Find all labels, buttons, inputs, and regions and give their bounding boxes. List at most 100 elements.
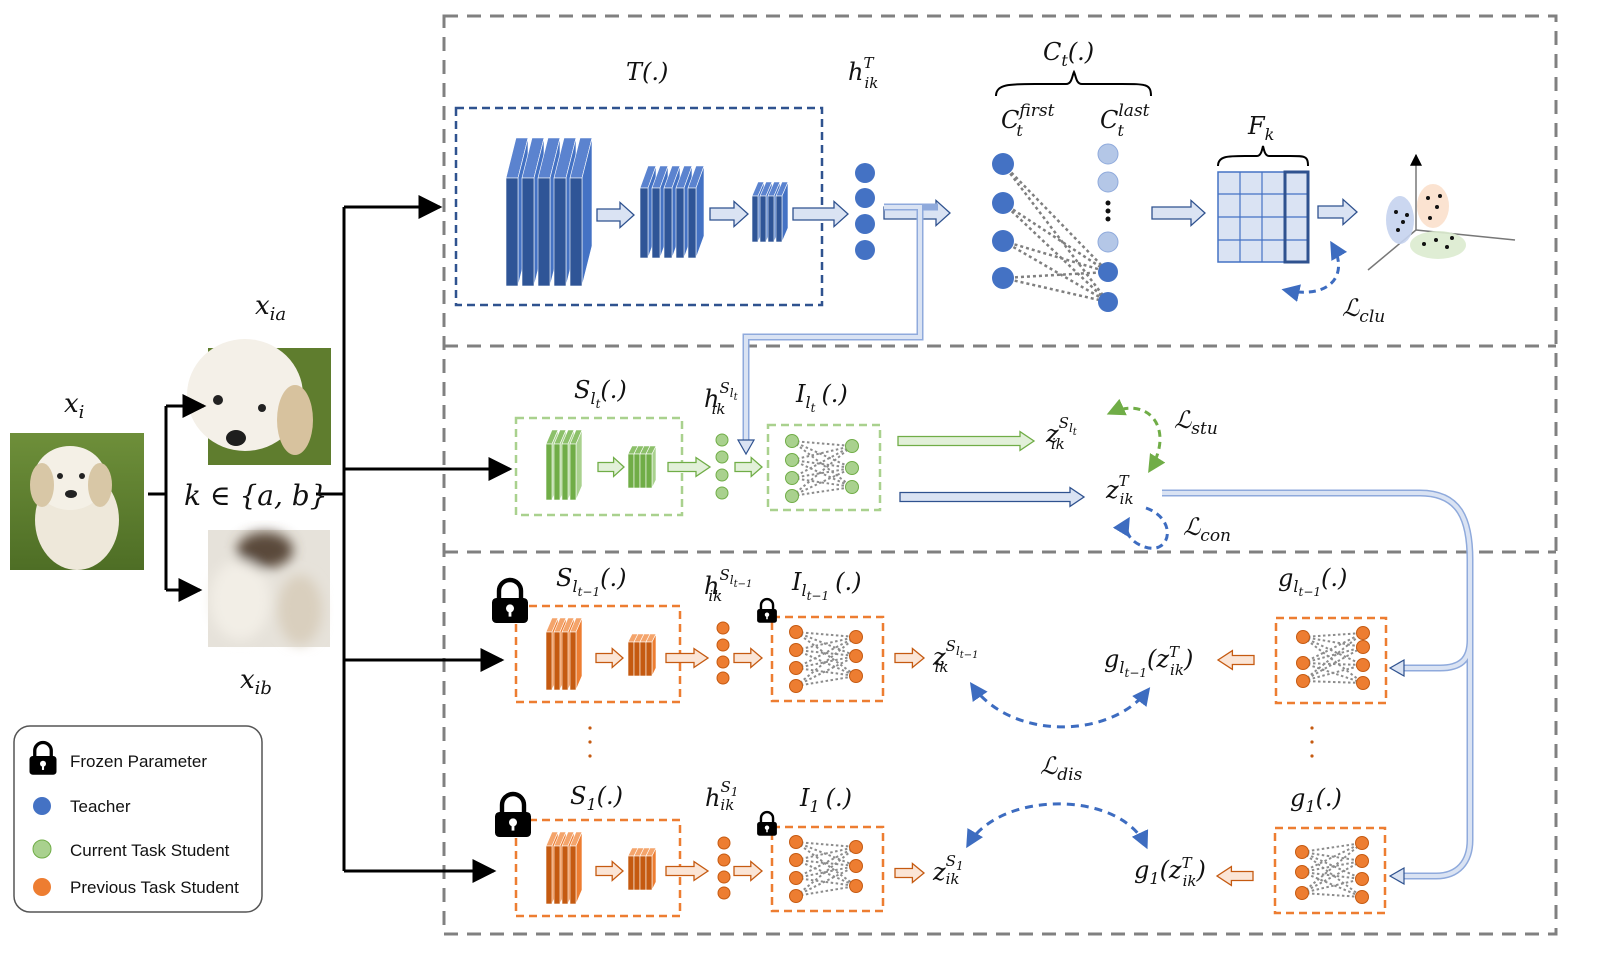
current-layer-block-1 — [545, 429, 583, 501]
label-S-1: S1(.) — [570, 782, 623, 814]
legend-teacher-label: Teacher — [70, 797, 131, 816]
g-mapping-box-lt1 — [1274, 616, 1388, 705]
legend: Frozen Parameter Teacher Current Task St… — [13, 725, 263, 913]
prev-projection-net-lt1 — [789, 625, 863, 693]
label-C-t: Ct(.) — [1043, 38, 1094, 70]
ct-brace — [995, 69, 1152, 97]
legend-current-dot — [32, 839, 52, 859]
arrow-prev-1-2 — [665, 860, 710, 882]
prev-layer-block-lt1-1 — [545, 617, 583, 691]
current-projection-box — [766, 423, 882, 512]
prev-layer-block-1-2 — [627, 847, 657, 891]
cluster-3d-plot — [1367, 153, 1516, 271]
arrow-prev-lt1-3 — [733, 647, 764, 669]
lock-icon — [495, 791, 531, 837]
legend-previous-dot — [33, 878, 51, 896]
prev-projection-net-1 — [789, 835, 863, 903]
arrow-prev-lt1-4 — [894, 647, 926, 669]
input-image-xi — [10, 433, 144, 570]
label-x-ia: xia — [255, 291, 286, 325]
legend-previous-label: Previous Task Student — [70, 878, 239, 897]
prev-feature-dots-1 — [717, 836, 731, 900]
arrow-teacher-6 — [1317, 197, 1358, 227]
arrow-current-3 — [734, 456, 763, 478]
fk-matrix — [1217, 145, 1310, 264]
teacher-layer-block-3 — [751, 181, 789, 243]
teacher-branch-outer — [742, 203, 938, 447]
zT-to-g-branch-outer — [1162, 489, 1474, 672]
lock-icon — [492, 577, 528, 623]
legend-current-label: Current Task Student — [70, 841, 230, 860]
arrow-current-2 — [667, 456, 712, 478]
prev-layer-block-1-1 — [545, 831, 583, 905]
label-L-dis: ℒdis — [1040, 752, 1083, 785]
arrow-teacher-5 — [1151, 198, 1206, 228]
legend-frozen-label: Frozen Parameter — [70, 752, 207, 771]
label-S-lt: Slt(.) — [574, 376, 627, 411]
prev-feature-dots-lt1 — [716, 621, 730, 685]
current-layer-block-2 — [627, 445, 657, 489]
current-projection-net — [785, 434, 859, 503]
label-x-ib: xib — [240, 665, 272, 699]
g-mapping-net-lt1 — [1296, 626, 1370, 690]
arrow-teacher-to-zT — [899, 486, 1086, 508]
label-x-i: xi — [64, 389, 84, 423]
arrow-prev-lt1-2 — [665, 647, 710, 669]
ldis-loss-arc-lt1 — [969, 682, 1151, 729]
teacher-encoder-box — [454, 106, 824, 307]
label-S-lt1: Slt−1(.) — [556, 564, 626, 599]
arrow-teacher-2 — [709, 199, 749, 229]
label-L-clu: ℒclu — [1342, 294, 1385, 327]
lock-icon — [757, 597, 777, 623]
arrow-teacher-1 — [596, 200, 635, 230]
lock-icon — [29, 740, 57, 775]
teacher-branch-inner — [744, 205, 922, 447]
legend-teacher-dot — [33, 797, 51, 815]
label-g-lt1-fn: glt−1(.) — [1278, 564, 1347, 599]
ellipsis-dots — [588, 726, 1314, 758]
label-teacher-T: T(.) — [626, 58, 668, 86]
prev-projection-box-1 — [770, 825, 885, 913]
label-I-lt: Ilt(.) — [795, 380, 848, 415]
input-image-xib — [208, 530, 330, 647]
g-mapping-box-1 — [1273, 826, 1387, 915]
current-feature-dots — [715, 433, 729, 500]
input-image-xia — [187, 339, 331, 465]
label-I-1: I1(.) — [799, 784, 852, 816]
arrow-prev-1-1 — [595, 860, 624, 882]
cluster-head — [992, 143, 1119, 312]
label-L-stu: ℒstu — [1174, 406, 1218, 439]
lclu-loss-arc — [1281, 240, 1348, 302]
teacher-layer-block-1 — [505, 137, 593, 287]
arrow-current-4 — [897, 430, 1036, 452]
label-k-set: k ∈ {a, b} — [184, 479, 328, 512]
ldis-loss-arc-1 — [966, 802, 1149, 850]
prev-projection-box-lt1 — [770, 615, 885, 703]
prev-layer-block-lt1-2 — [627, 633, 657, 677]
legend-box — [13, 725, 263, 913]
label-g-1-fn: g1(.) — [1290, 784, 1342, 816]
label-I-lt1: Ilt−1(.) — [791, 568, 861, 603]
arrow-prev-1-5 — [1215, 865, 1254, 887]
panel-borders — [442, 14, 1558, 936]
teacher-layer-block-2 — [639, 165, 705, 259]
g-mapping-net-1 — [1295, 836, 1369, 904]
arrow-current-1 — [597, 456, 625, 478]
arrow-prev-1-4 — [894, 862, 926, 884]
label-F-k: Fk — [1247, 112, 1274, 144]
lstu-loss-arc — [1106, 398, 1166, 474]
lcon-loss-arc — [1112, 506, 1169, 550]
input-connectors — [148, 195, 513, 883]
arrow-teacher-3 — [792, 199, 849, 229]
